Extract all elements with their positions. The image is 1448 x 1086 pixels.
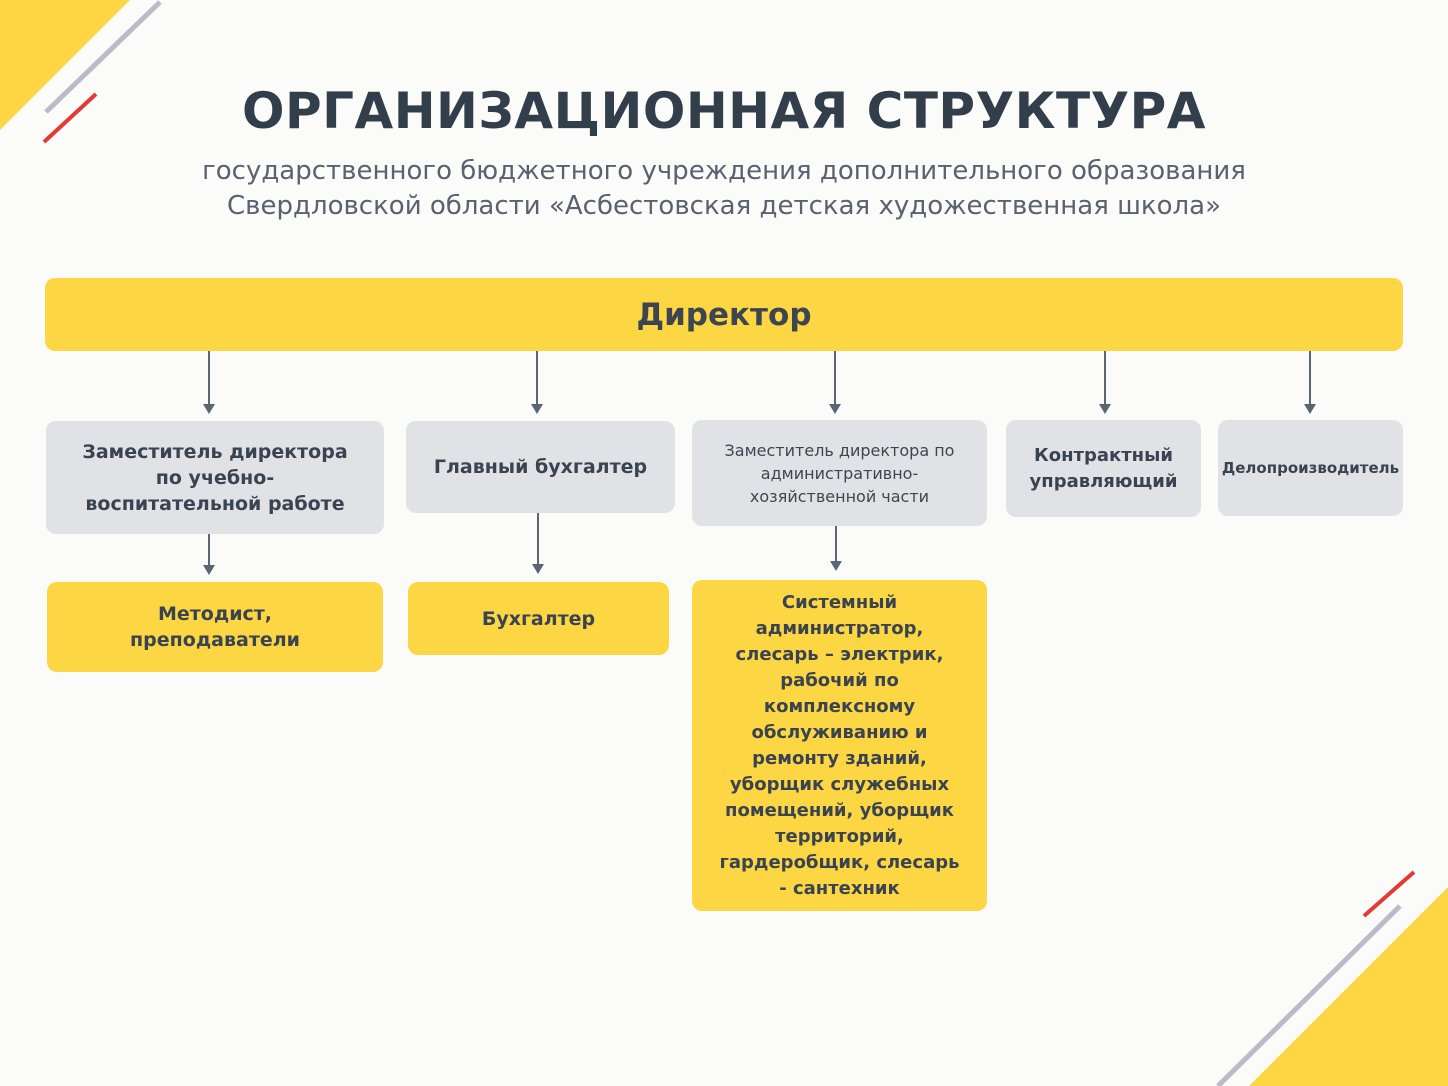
arrow-head-icon xyxy=(1099,404,1111,414)
bottom-right-corner-decoration xyxy=(1216,870,1448,1086)
director-label: Директор xyxy=(636,296,812,333)
page-subtitle: государственного бюджетного учреждения д… xyxy=(100,154,1348,224)
methodist-box: Методист, преподаватели xyxy=(47,582,383,672)
chief-accountant-label: Главный бухгалтер xyxy=(433,456,648,478)
admin-staff-box: Системный администратор, слесарь – элект… xyxy=(692,580,987,911)
top-left-corner-decoration xyxy=(0,0,162,144)
clerk-box: Делопроизводитель xyxy=(1218,420,1403,516)
page-title: ОРГАНИЗАЦИОННАЯ СТРУКТУРА xyxy=(241,82,1206,140)
accountant-label: Бухгалтер xyxy=(481,607,596,630)
arrow-head-icon xyxy=(829,404,841,414)
contract-manager-box: Контрактный управляющий xyxy=(1006,420,1201,517)
chief-accountant-box: Главный бухгалтер xyxy=(406,421,675,513)
arrow-head-icon xyxy=(1304,404,1316,414)
arrow-head-icon xyxy=(203,565,215,575)
deputy-admin-box: Заместитель директора по административно… xyxy=(692,420,987,526)
admin-staff-label: Системный администратор, слесарь – элект… xyxy=(719,591,960,899)
methodist-label: Методист, преподаватели xyxy=(130,603,300,651)
arrow-head-icon xyxy=(203,404,215,414)
director-box: Директор xyxy=(45,278,1403,351)
contract-manager-label: Контрактный управляющий xyxy=(1029,444,1178,492)
deputy-edu-label: Заместитель директора по учебно-воспитат… xyxy=(82,440,348,515)
arrow-head-icon xyxy=(531,404,543,414)
arrow-head-icon xyxy=(830,561,842,571)
clerk-label: Делопроизводитель xyxy=(1221,459,1400,477)
subtitle-line-1: государственного бюджетного учреждения д… xyxy=(202,156,1246,186)
deputy-admin-label: Заместитель директора по административно… xyxy=(724,440,955,506)
subtitle-line-2: Свердловской области «Асбестовская детск… xyxy=(227,191,1221,221)
deputy-edu-box: Заместитель директора по учебно-воспитат… xyxy=(46,421,384,534)
arrow-head-icon xyxy=(532,564,544,574)
accountant-box: Бухгалтер xyxy=(408,582,669,655)
